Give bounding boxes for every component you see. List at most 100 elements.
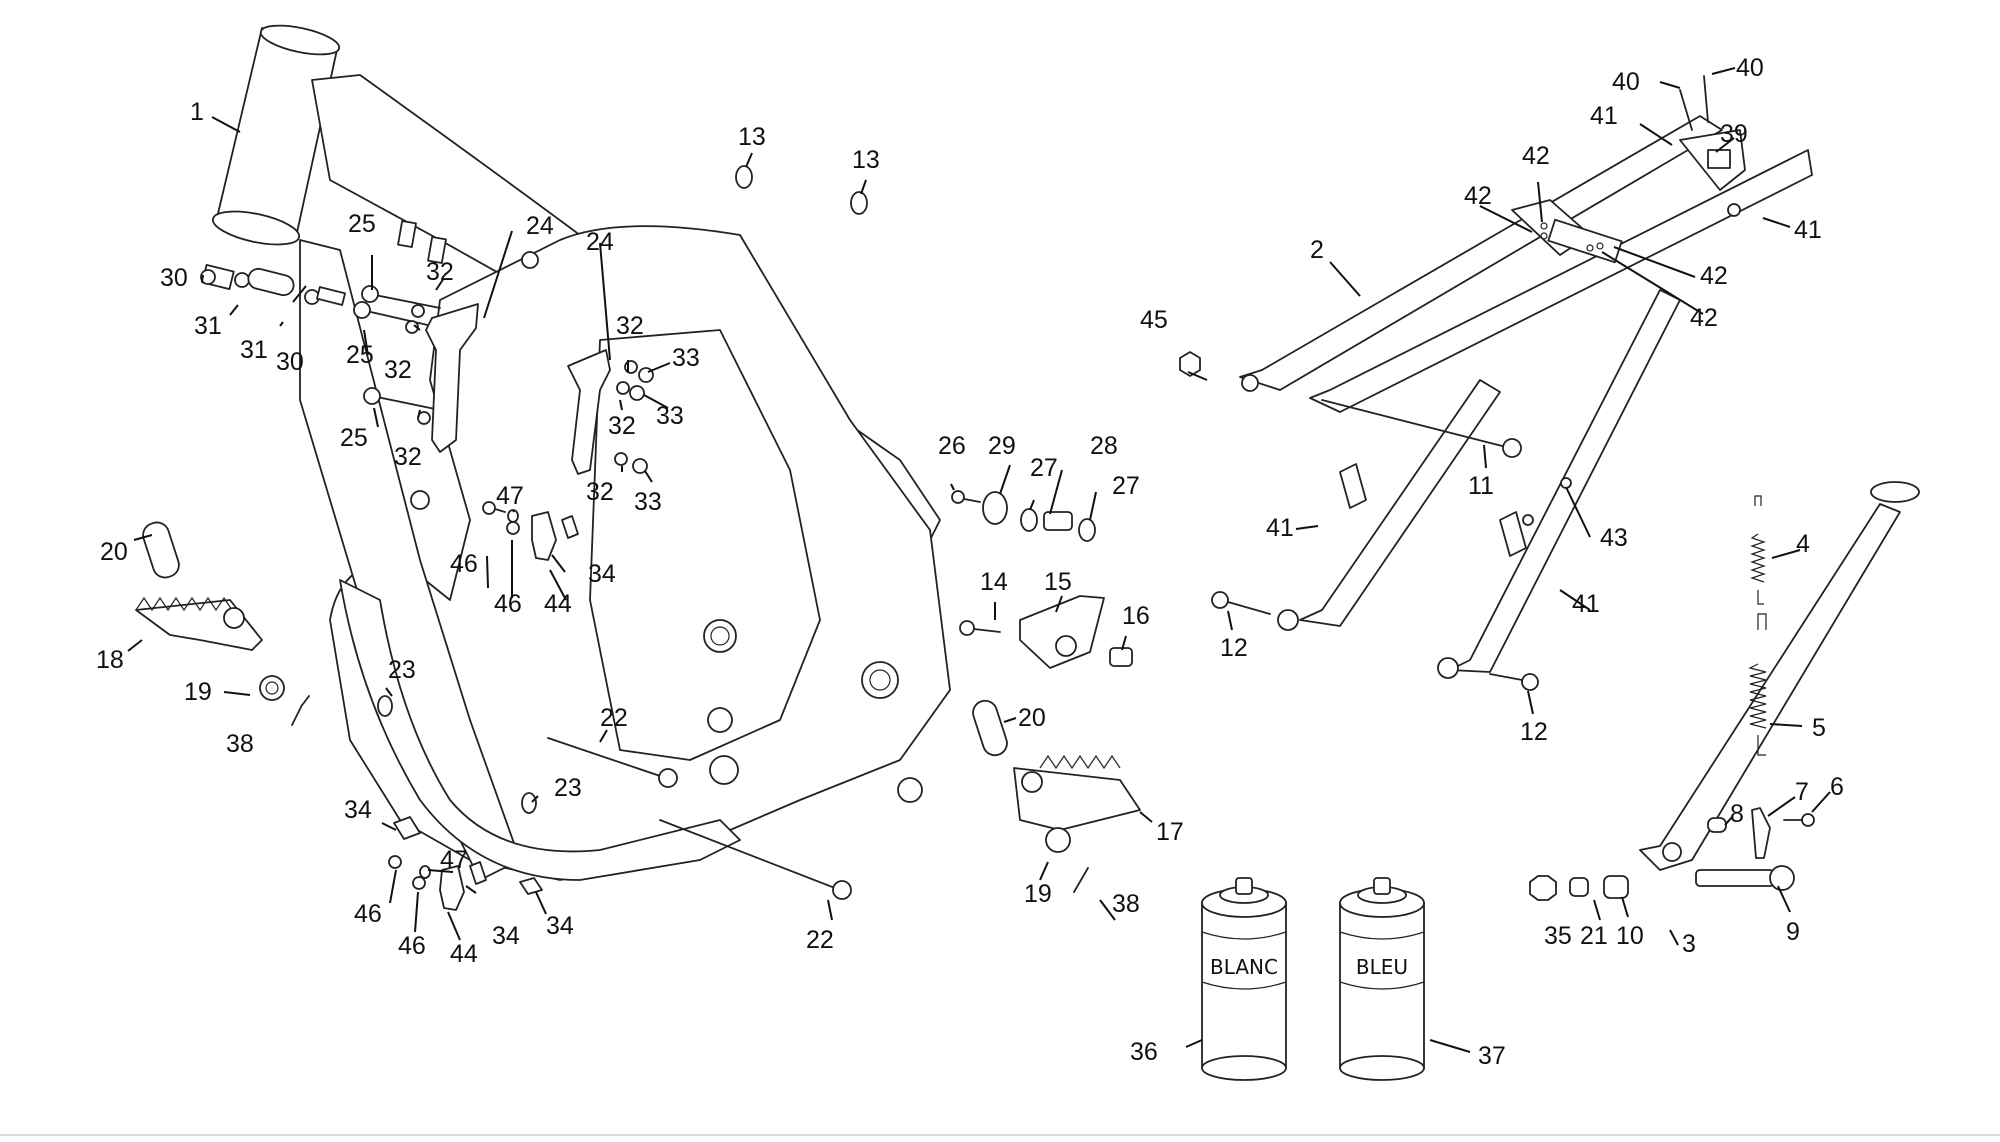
callout-32c: 32	[394, 443, 422, 471]
callout-41a: 41	[1590, 102, 1618, 130]
callout-15: 15	[1044, 568, 1072, 596]
callout-32f: 32	[586, 478, 614, 506]
callout-20a: 20	[100, 538, 128, 566]
callout-34b: 34	[344, 796, 372, 824]
callout-20b: 20	[1018, 704, 1046, 732]
callout-34d: 34	[546, 912, 574, 940]
callout-23b: 23	[554, 774, 582, 802]
callout-45: 45	[1140, 306, 1168, 334]
callout-44b: 44	[450, 940, 478, 968]
callout-33a: 33	[672, 344, 700, 372]
callout-34a: 34	[588, 560, 616, 588]
engine-mount-hardware	[200, 220, 654, 475]
callout-labels: 1 2 3 4 5 6 7 8 9 10 11 12 12 13 13 14 1…	[96, 54, 1844, 1070]
long-bolts	[377, 695, 852, 900]
callout-30b: 30	[276, 348, 304, 376]
callout-29: 29	[988, 432, 1016, 460]
callout-8: 8	[1730, 800, 1744, 828]
callout-46d: 46	[398, 932, 426, 960]
callout-2: 2	[1310, 236, 1324, 264]
callout-47a: 47	[496, 482, 524, 510]
callout-33c: 33	[634, 488, 662, 516]
subframe	[1179, 75, 1813, 691]
bottom-divider	[0, 1134, 2000, 1136]
callout-32b: 32	[384, 356, 412, 384]
callout-30a: 30	[160, 264, 188, 292]
callout-14: 14	[980, 568, 1008, 596]
right-footpeg-assembly	[951, 490, 1141, 893]
callout-43: 43	[1600, 524, 1628, 552]
callout-44a: 44	[544, 590, 572, 618]
callout-12a: 12	[1220, 634, 1248, 662]
spray-can-blanc: BLANC	[1201, 877, 1287, 1081]
can-label-bleu: BLEU	[1356, 955, 1408, 979]
callout-37: 37	[1478, 1042, 1506, 1070]
bolt	[363, 387, 441, 411]
callout-42b: 42	[1464, 182, 1492, 210]
callout-3: 3	[1682, 930, 1696, 958]
callout-4: 4	[1796, 530, 1810, 558]
callout-42a: 42	[1522, 142, 1550, 170]
callout-22b: 22	[806, 926, 834, 954]
callout-11: 11	[1468, 472, 1494, 500]
side-stand	[1529, 481, 1920, 901]
leader-lines	[127, 67, 1831, 1053]
bolt	[361, 285, 441, 309]
callout-21: 21	[1580, 922, 1608, 950]
washer	[735, 165, 753, 189]
callout-46b: 46	[494, 590, 522, 618]
washer	[850, 191, 868, 215]
callout-40a: 40	[1612, 68, 1640, 96]
callout-34c: 34	[492, 922, 520, 950]
callout-16: 16	[1122, 602, 1150, 630]
callout-35: 35	[1544, 922, 1572, 950]
callout-42c: 42	[1700, 262, 1728, 290]
callout-24b: 24	[586, 228, 614, 256]
callout-38a: 38	[226, 730, 254, 758]
callout-46c: 46	[354, 900, 382, 928]
callout-32d: 32	[616, 312, 644, 340]
callout-12b: 12	[1520, 718, 1548, 746]
callout-1: 1	[190, 98, 204, 126]
spray-can-bleu: BLEU	[1339, 877, 1425, 1081]
callout-22a: 22	[600, 704, 628, 732]
callout-33b: 33	[656, 402, 684, 430]
callout-13a: 13	[738, 123, 766, 151]
callout-7: 7	[1795, 778, 1809, 806]
callout-46a: 46	[450, 550, 478, 578]
callout-19b: 19	[1024, 880, 1052, 908]
left-footpeg-assembly	[135, 521, 310, 726]
callout-17: 17	[1156, 818, 1184, 846]
callout-31a: 31	[194, 312, 222, 340]
callout-6: 6	[1830, 773, 1844, 801]
callout-25c: 25	[340, 424, 368, 452]
callout-38b: 38	[1112, 890, 1140, 918]
callout-32e: 32	[608, 412, 636, 440]
callout-42d: 42	[1690, 304, 1718, 332]
callout-5: 5	[1812, 714, 1826, 742]
callout-31b: 31	[240, 336, 268, 364]
callout-27a: 27	[1030, 454, 1058, 482]
callout-32a: 32	[426, 258, 454, 286]
can-label-blanc: BLANC	[1210, 955, 1278, 979]
callout-40b: 40	[1736, 54, 1764, 82]
callout-25b: 25	[346, 341, 374, 369]
callout-36: 36	[1130, 1038, 1158, 1066]
callout-24a: 24	[526, 212, 554, 240]
callout-13b: 13	[852, 146, 880, 174]
callout-18: 18	[96, 646, 124, 674]
callout-41b: 41	[1794, 216, 1822, 244]
main-frame	[211, 24, 951, 881]
callout-41d: 41	[1572, 590, 1600, 618]
callout-25a: 25	[348, 210, 376, 238]
callout-47b: 47	[440, 846, 468, 874]
callout-19a: 19	[184, 678, 212, 706]
callout-26: 26	[938, 432, 966, 460]
callout-27b: 27	[1112, 472, 1140, 500]
callout-23a: 23	[388, 656, 416, 684]
callout-28: 28	[1090, 432, 1118, 460]
callout-41c: 41	[1266, 514, 1294, 542]
callout-9: 9	[1786, 918, 1800, 946]
